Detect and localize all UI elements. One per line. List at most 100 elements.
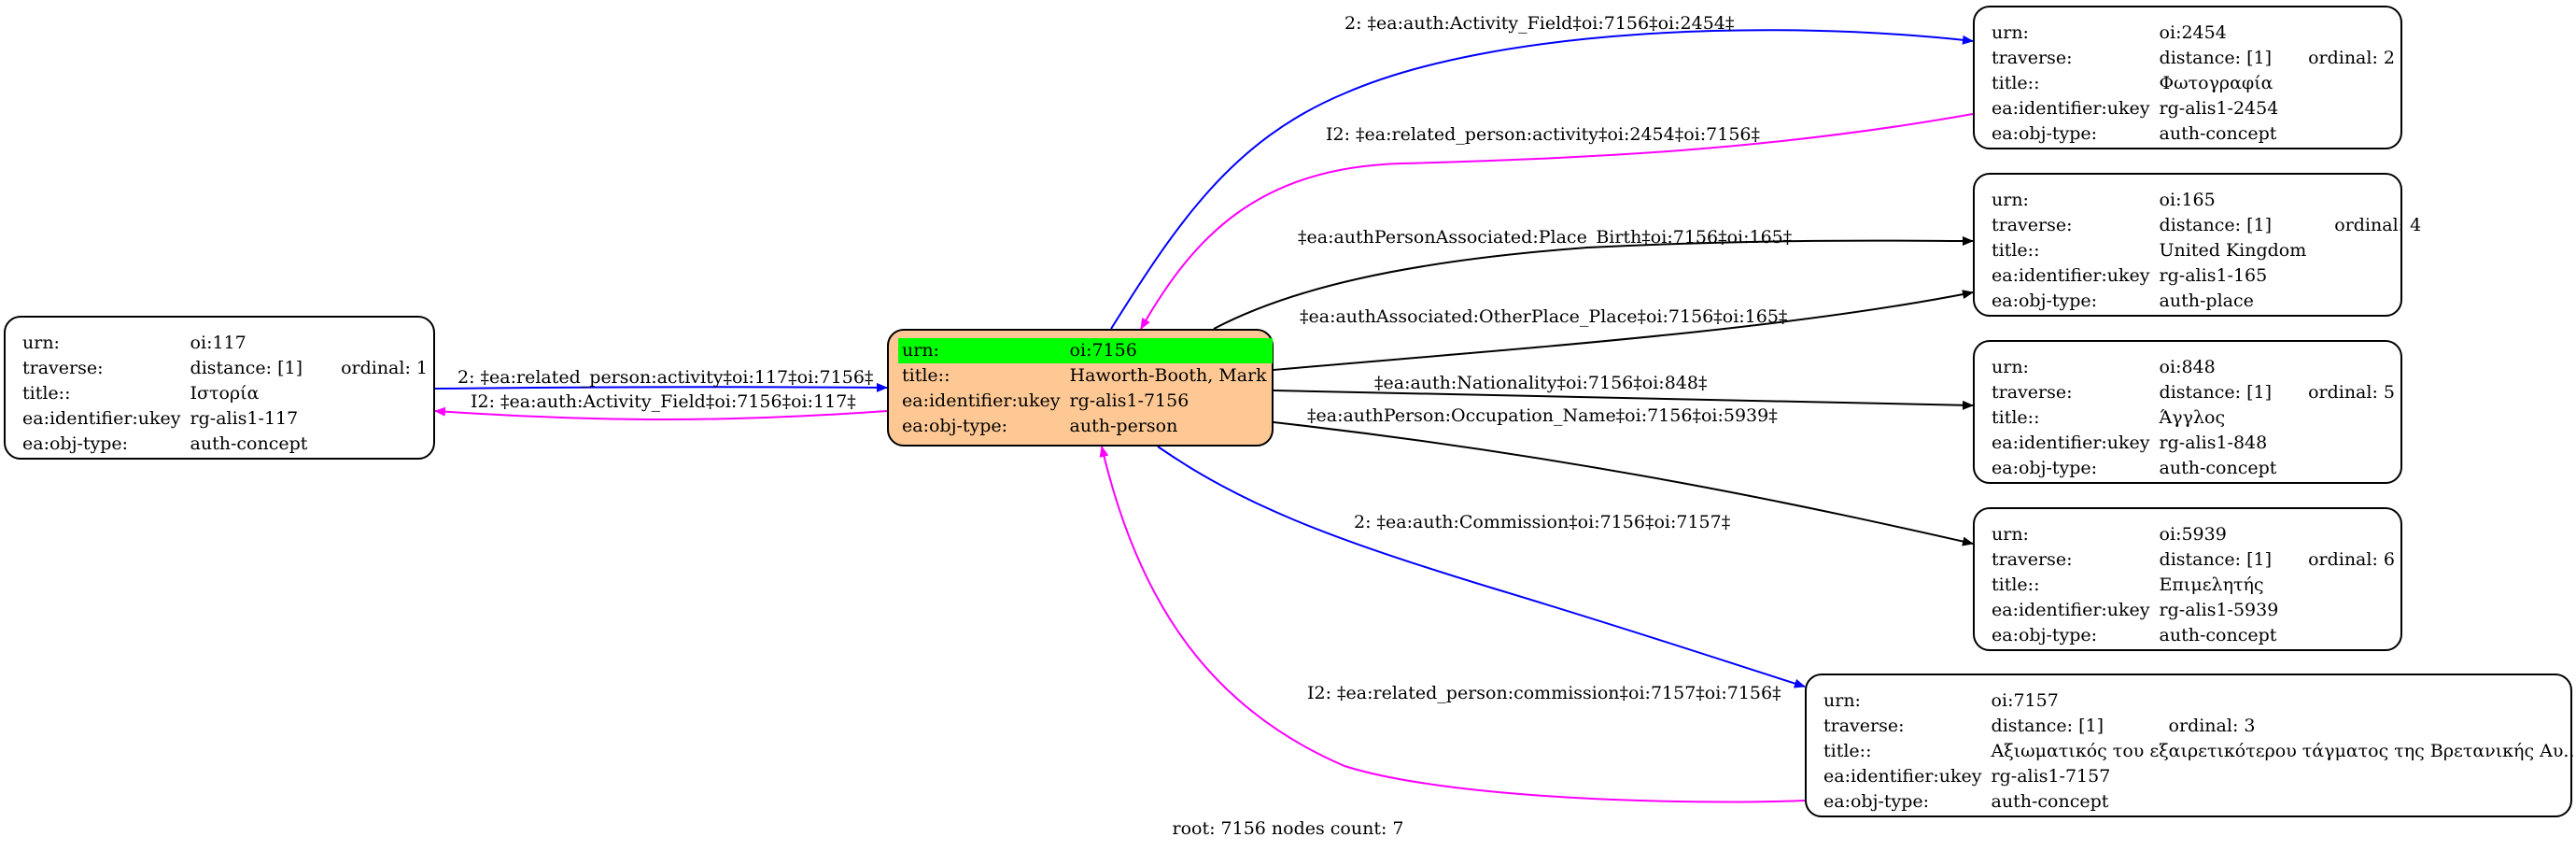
field-value: distance: [1] bbox=[190, 358, 303, 378]
edge-commission-7157 bbox=[1157, 446, 1806, 688]
field-ordinal: ordinal: 3 bbox=[2168, 716, 2256, 736]
field-key: title:: bbox=[1992, 73, 2040, 93]
field-value: oi:7157 bbox=[1991, 690, 2059, 711]
node-oi-165[interactable]: urn: oi:165 traverse: distance: [1] ordinal… bbox=[1973, 173, 2421, 317]
field-key: ea:obj-type: bbox=[902, 416, 1008, 436]
field-key: traverse: bbox=[1823, 716, 1905, 736]
node-oi-117[interactable]: urn: oi:117 traverse: distance: [1] ordinal… bbox=[4, 316, 435, 460]
field-key: ea:obj-type: bbox=[22, 433, 129, 454]
field-value: rg-alis1-7157 bbox=[1991, 766, 2111, 787]
field-ordinal: ordinal: 4 bbox=[2334, 215, 2422, 235]
field-value: oi:5939 bbox=[2159, 524, 2227, 545]
field-value: Αξιωματικός του εξαιρετικότερου τάγματος… bbox=[1991, 741, 2576, 761]
field-key: traverse: bbox=[1992, 48, 2073, 68]
edge-label-activity-field-117: I2: ‡ea:auth:Activity_Field‡oi:7156‡oi:1… bbox=[471, 391, 856, 412]
field-key: ea:obj-type: bbox=[1823, 791, 1930, 812]
field-value: Ιστορία bbox=[190, 383, 260, 404]
field-value: Haworth-Booth, Mark bbox=[1069, 365, 1267, 386]
edge-label-related-person-commission-7157: I2: ‡ea:related_person:commission‡oi:715… bbox=[1307, 683, 1781, 703]
edge-label-related-person-activity-117: 2: ‡ea:related_person:activity‡oi:117‡oi… bbox=[457, 367, 873, 388]
field-key: ea:identifier:ukey bbox=[1992, 600, 2150, 620]
field-key: ea:identifier:ukey bbox=[902, 390, 1061, 411]
field-ordinal: ordinal: 2 bbox=[2308, 48, 2395, 68]
field-value: Άγγλος bbox=[2159, 407, 2226, 428]
field-value: rg-alis1-7156 bbox=[1069, 390, 1189, 411]
edge-activity-field-2454 bbox=[1110, 29, 1974, 330]
field-value: United Kingdom bbox=[2159, 240, 2307, 261]
field-key: title:: bbox=[1823, 741, 1872, 761]
field-value: rg-alis1-117 bbox=[190, 408, 299, 429]
field-value: oi:2454 bbox=[2159, 22, 2227, 43]
edge-related-person-activity-117 bbox=[434, 382, 888, 392]
field-key: ea:identifier:ukey bbox=[1992, 98, 2150, 119]
node-oi-5939[interactable]: urn: oi:5939 traverse: distance: [1] ordina… bbox=[1973, 507, 2402, 651]
field-key: traverse: bbox=[1992, 549, 2073, 570]
edge-label-occupation-5939: ‡ea:authPerson:Occupation_Name‡oi:7156‡o… bbox=[1307, 405, 1778, 426]
field-key: urn: bbox=[898, 338, 1066, 363]
field-key: ea:identifier:ukey bbox=[1992, 433, 2150, 453]
field-key: title:: bbox=[1992, 407, 2040, 428]
field-key: traverse: bbox=[22, 358, 104, 378]
field-key: ea:identifier:ukey bbox=[1992, 265, 2150, 286]
field-value: rg-alis1-2454 bbox=[2159, 98, 2279, 119]
field-value: auth-concept bbox=[190, 433, 308, 454]
graph-footer: root: 7156 nodes count: 7 bbox=[1172, 818, 1404, 839]
field-key: title:: bbox=[22, 383, 71, 404]
field-key: urn: bbox=[1992, 22, 2029, 43]
field-key: title:: bbox=[1992, 240, 2040, 261]
field-value: distance: [1] bbox=[1991, 716, 2104, 736]
node-oi-7156-root[interactable]: urn:oi:7156 title::Haworth-Booth, Mark e… bbox=[887, 329, 1274, 447]
field-value: oi:117 bbox=[190, 333, 246, 353]
field-ordinal: ordinal: 1 bbox=[341, 358, 428, 378]
field-key: traverse: bbox=[1992, 215, 2073, 235]
field-value: auth-concept bbox=[2159, 458, 2277, 478]
node-oi-2454[interactable]: urn: oi:2454 traverse: distance: [1] ordina… bbox=[1973, 6, 2402, 149]
field-value: oi:165 bbox=[2159, 190, 2216, 210]
field-value: rg-alis1-165 bbox=[2159, 265, 2268, 286]
field-value: distance: [1] bbox=[2159, 215, 2272, 235]
field-value: distance: [1] bbox=[2159, 48, 2272, 68]
field-value: Επιμελητής bbox=[2159, 574, 2264, 595]
field-key: urn: bbox=[22, 333, 60, 353]
edge-label-related-person-activity-2454: I2: ‡ea:related_person:activity‡oi:2454‡… bbox=[1326, 124, 1760, 145]
field-key: ea:identifier:ukey bbox=[22, 408, 181, 429]
field-ordinal: ordinal: 6 bbox=[2308, 549, 2395, 570]
field-key: ea:obj-type: bbox=[1992, 458, 2098, 478]
field-key: urn: bbox=[1823, 690, 1861, 711]
field-value: distance: [1] bbox=[2159, 549, 2272, 570]
field-key: ea:obj-type: bbox=[1992, 625, 2098, 645]
field-key: traverse: bbox=[1992, 382, 2073, 403]
edge-label-place-birth-165: ‡ea:authPersonAssociated:Place_Birth‡oi:… bbox=[1298, 227, 1792, 248]
field-key: ea:identifier:ukey bbox=[1823, 766, 1982, 787]
edge-other-place-165 bbox=[1273, 290, 1974, 371]
field-value: auth-concept bbox=[1991, 791, 2109, 812]
field-value: auth-place bbox=[2159, 291, 2254, 311]
edge-label-nationality-848: ‡ea:auth:Nationality‡oi:7156‡oi:848‡ bbox=[1374, 373, 1707, 393]
field-value: auth-concept bbox=[2159, 123, 2277, 144]
edge-related-person-activity-2454 bbox=[1140, 113, 1974, 330]
node-oi-7157[interactable]: urn: oi:7157 traverse: distance: [1] ordina… bbox=[1805, 674, 2576, 817]
field-ordinal: ordinal: 5 bbox=[2308, 382, 2395, 403]
field-value: oi:7156 bbox=[1065, 338, 1273, 363]
field-key: urn: bbox=[1992, 524, 2029, 545]
field-value: rg-alis1-5939 bbox=[2159, 600, 2279, 620]
node-oi-848[interactable]: urn:oi:848 traverse:distance: [1]ordinal… bbox=[1973, 340, 2402, 484]
field-value: auth-person bbox=[1069, 416, 1178, 436]
field-value: rg-alis1-848 bbox=[2159, 433, 2268, 453]
edge-place-birth-165 bbox=[1213, 235, 1974, 330]
edge-label-commission-7157: 2: ‡ea:auth:Commission‡oi:7156‡oi:7157‡ bbox=[1354, 512, 1730, 532]
edge-related-person-commission-7157 bbox=[1099, 446, 1806, 803]
edge-nationality-848 bbox=[1273, 390, 1974, 410]
field-key: title:: bbox=[1992, 574, 2040, 595]
field-value: oi:848 bbox=[2159, 357, 2216, 377]
field-value: Φωτογραφία bbox=[2159, 73, 2273, 93]
field-key: urn: bbox=[1992, 190, 2029, 210]
field-value: auth-concept bbox=[2159, 625, 2277, 645]
field-key: title:: bbox=[902, 365, 950, 386]
edge-label-activity-field-2454: 2: ‡ea:auth:Activity_Field‡oi:7156‡oi:24… bbox=[1344, 13, 1734, 34]
field-key: ea:obj-type: bbox=[1992, 291, 2098, 311]
edge-activity-field-117 bbox=[434, 406, 888, 420]
field-value: distance: [1] bbox=[2159, 382, 2272, 403]
edge-label-other-place-165: ‡ea:authAssociated:OtherPlace_Place‡oi:7… bbox=[1300, 306, 1787, 327]
